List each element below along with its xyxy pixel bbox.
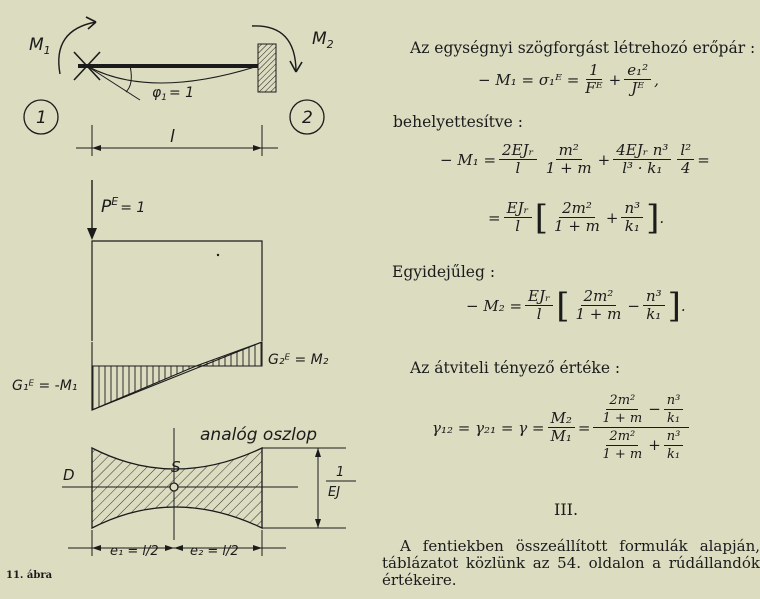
beam-diagram: M1 M2 φ1= 1 1 2: [23, 16, 334, 135]
f4-t1-den: l: [536, 305, 542, 323]
f4-t3-num: n³: [642, 288, 665, 306]
f1-b-den: Jᴱ: [631, 79, 645, 97]
f3-t2-den: 1 + m: [554, 217, 600, 235]
f5-top-b-num: n³: [663, 392, 684, 410]
figure-11: M1 M2 φ1= 1 1 2 l PE= 1 G₁ᴱ = -M₁ G₂ᴱ = …: [12, 16, 356, 559]
f2-t3-den: l³ · k₁: [622, 159, 663, 177]
ratio-numerator: 1: [336, 465, 344, 480]
f4-t2-num: 2m²: [580, 288, 617, 306]
f5-m-num: M₂: [547, 410, 575, 428]
deflected-shape: [86, 65, 259, 84]
substituted-text: behelyettesítve :: [393, 113, 523, 131]
stress-right-label: G₂ᴱ = M₂: [268, 352, 329, 368]
f2-t3-num: 4EJᵣ n³: [613, 142, 672, 160]
f5-bot-b-den: k₁: [667, 447, 681, 462]
rotation-angle-arc: [125, 65, 132, 93]
f5-bot-b-num: n³: [663, 428, 684, 446]
formula-2-lhs: − M₁ =: [440, 150, 497, 169]
figure-caption: 11. ábra: [6, 570, 53, 581]
stress-left-label: G₁ᴱ = -M₁: [12, 378, 77, 394]
length-dimension: l: [76, 125, 278, 156]
f5-top-a-num: 2m²: [606, 392, 639, 410]
node-1-label: 1: [36, 108, 47, 128]
formula-5-lhs: γ₁₂ = γ₂₁ = γ =: [432, 418, 545, 437]
load-label: PE= 1: [101, 195, 145, 217]
f5-bot-a-den: 1 + m: [602, 447, 643, 462]
phi-label: φ1= 1: [152, 85, 194, 103]
m1-moment-arc: [58, 21, 97, 75]
node-1-circle: [23, 99, 59, 135]
centroid-s: [169, 482, 179, 492]
f3-t3-den: k₁: [624, 217, 640, 235]
f2-t1-den: l: [515, 159, 521, 177]
analog-column: analóg oszlop S D 1 EJ: [62, 425, 356, 540]
closing-paragraph: A fentiekben összeállított formulák alap…: [382, 537, 760, 589]
e1-label: e₁ = l/2: [110, 544, 159, 559]
f3-t1-den: l: [515, 217, 521, 235]
formula-1-lhs: − M₁ = σ₁ᴱ =: [478, 70, 580, 89]
f2-t1-num: 2EJᵣ: [499, 142, 537, 160]
formula-4-lhs: − M₂ =: [466, 296, 523, 315]
f5-bot-a-num: 2m²: [606, 428, 639, 446]
f1-a-den: Fᴱ: [585, 79, 603, 97]
load-rectangle: [91, 240, 263, 341]
node-2-circle: [289, 99, 325, 135]
analog-label: analóg oszlop: [200, 425, 317, 445]
m1-label: M1: [29, 35, 51, 57]
fixed-wall: [257, 43, 277, 93]
f1-a-num: 1: [586, 62, 602, 80]
node-2-label: 2: [302, 108, 313, 128]
f3-t3-num: n³: [621, 200, 644, 218]
m2-moment-arc: [251, 25, 297, 73]
f2-t4-num: l²: [677, 142, 695, 160]
section-heading: III.: [554, 500, 579, 519]
f4-t3-den: k₁: [646, 305, 662, 323]
s-label: S: [171, 458, 181, 476]
f4-t2-den: 1 + m: [575, 305, 622, 323]
transfer-text: Az átviteli tényező értéke :: [410, 359, 621, 377]
m2-label: M2: [312, 29, 334, 51]
f2-t4-den: 4: [681, 159, 691, 177]
f2-t2-den: 1 + m: [545, 159, 592, 177]
likewise-text: Egyidejűleg :: [392, 263, 496, 281]
length-label: l: [170, 127, 175, 147]
stress-right-triangle: [195, 341, 263, 367]
f3-t2-num: 2m²: [559, 200, 595, 218]
f1-b-num: e₁²: [624, 62, 652, 80]
m2-arrow-head: [289, 60, 303, 73]
rotation-tangent: [86, 65, 141, 101]
ratio-denominator: EJ: [328, 485, 340, 500]
f5-m-den: M₁: [550, 427, 572, 445]
f5-top-a-den: 1 + m: [602, 411, 643, 426]
e2-label: e₂ = l/2: [190, 544, 239, 559]
f5-top-b-den: k₁: [667, 411, 681, 426]
load-diagram: PE= 1: [87, 180, 263, 341]
f2-t2-num: m²: [555, 142, 582, 160]
d-label: D: [63, 466, 75, 484]
f4-t1-num: EJᵣ: [525, 288, 554, 306]
intro-text: Az egységnyi szögforgást létrehozó erőpá…: [410, 39, 756, 57]
stress-diagram: G₁ᴱ = -M₁ G₂ᴱ = M₂: [12, 341, 329, 411]
f3-t1-num: EJᵣ: [503, 200, 532, 218]
m1-arrow-head: [85, 16, 97, 30]
eccentricity-dimension: e₁ = l/2 e₂ = l/2: [68, 530, 286, 559]
